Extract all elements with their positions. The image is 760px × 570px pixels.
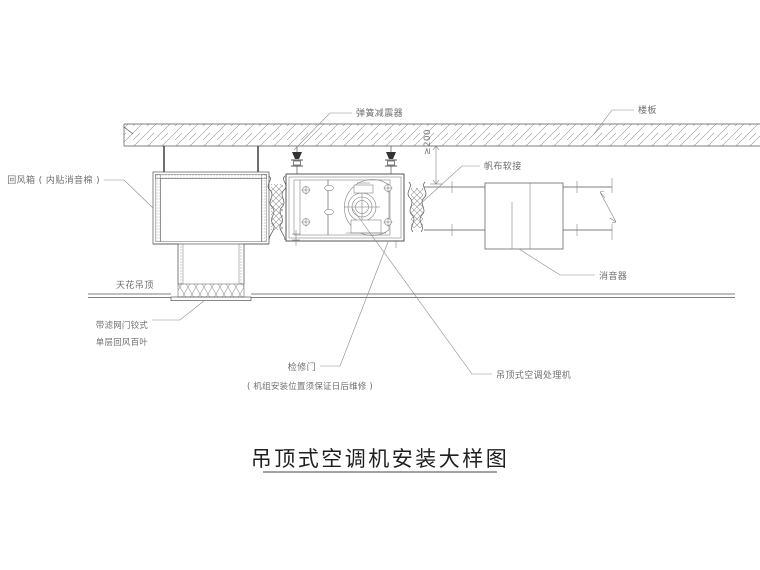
label-louver-line1: 带滤网门铰式 — [96, 320, 149, 331]
spring-damper-leader — [293, 112, 352, 151]
canvas-flex-connector-left — [267, 175, 287, 241]
label-access-door: 检修门 — [288, 361, 316, 373]
label-spring-damper: 弹簧减震器 — [356, 107, 403, 119]
label-access-door-note: ( 机组安装位置须保证日后维修 ) — [247, 381, 373, 392]
label-clearance-dimension: ≥200 — [423, 129, 433, 155]
floor-slab — [123, 123, 760, 147]
ahu-panel-bolts — [301, 185, 311, 227]
label-return-air-box: 回风箱 ( 内贴消音棉 ) — [7, 174, 100, 186]
label-ahu: 吊顶式空调处理机 — [496, 369, 571, 381]
canvas-flex-leader — [417, 165, 480, 207]
label-floor-slab: 楼板 — [638, 104, 657, 116]
ahu-right-bolts — [383, 183, 393, 227]
return-air-louver — [170, 283, 252, 301]
access-door-leader — [320, 241, 389, 367]
return-air-louver-leader — [152, 299, 206, 321]
canvas-flex-connector-right — [407, 181, 427, 233]
label-canvas-flex: 帆布软接 — [484, 160, 522, 172]
return-air-box-leader — [104, 179, 154, 209]
return-box-hanger-rods — [163, 146, 259, 172]
clearance-dimension — [430, 145, 442, 185]
label-louver-line2: 单层回风百叶 — [96, 337, 149, 348]
label-ceiling: 天花吊顶 — [116, 279, 154, 291]
silencer-leader — [518, 248, 595, 276]
label-silencer: 消音器 — [599, 270, 627, 282]
drawing-title: 吊顶式空调机安装大样图 — [251, 447, 510, 471]
air-handling-unit — [285, 173, 405, 248]
ahu-leader — [351, 207, 492, 375]
suspended-ceiling-line — [88, 293, 735, 298]
return-air-box — [152, 171, 270, 285]
supply-duct-silencer — [424, 178, 617, 250]
floor-slab-leader — [593, 109, 634, 135]
spring-damper-right — [385, 146, 397, 174]
spring-damper-left — [291, 146, 303, 174]
